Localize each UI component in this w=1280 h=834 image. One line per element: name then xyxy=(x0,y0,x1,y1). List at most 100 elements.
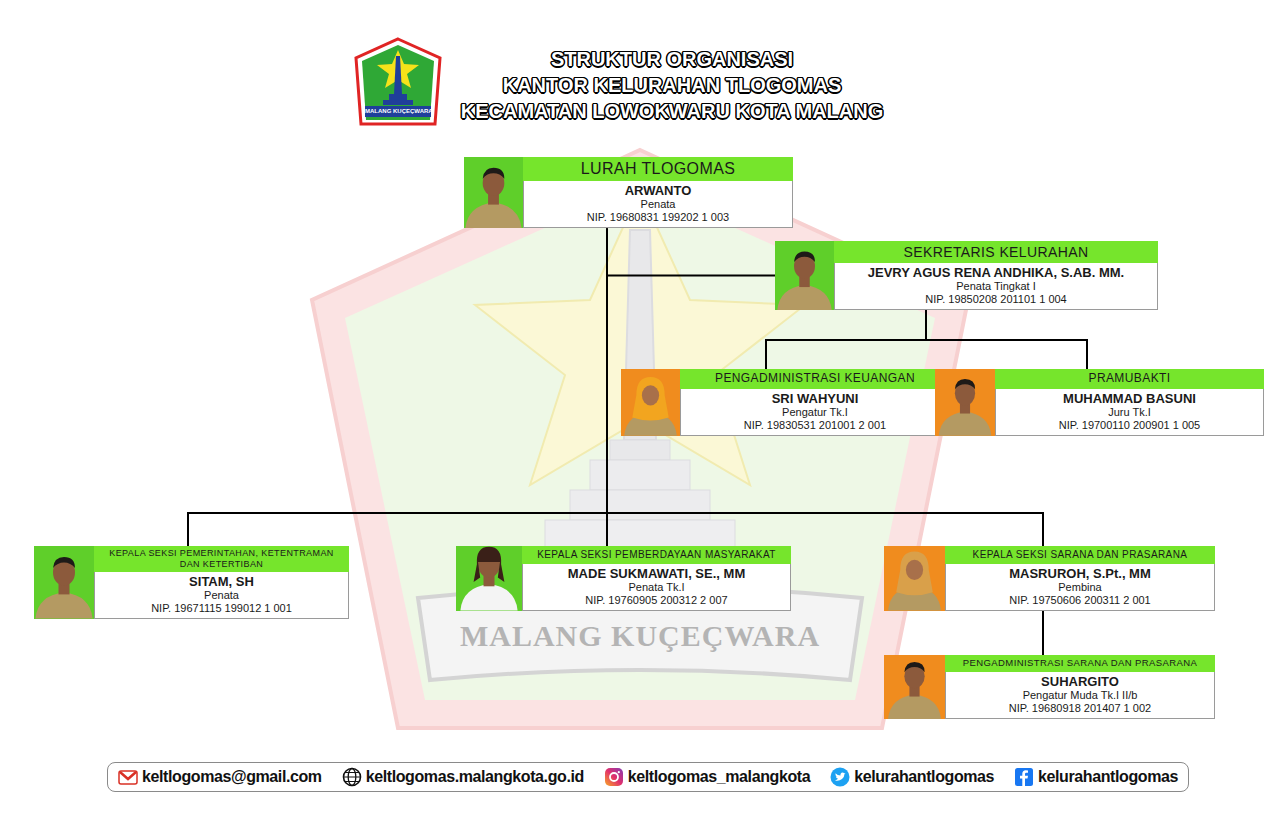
logo-monument-base xyxy=(389,94,407,100)
watermark-motto: MALANG KUÇEÇWARA xyxy=(420,618,860,654)
staff-details: MADE SUKMAWATI, SE., MMPenata Tk.INIP. 1… xyxy=(522,564,791,611)
chart-subtitle: KANTOR KELURAHAN TLOGOMAS xyxy=(372,73,972,97)
hierarchy-line xyxy=(766,310,926,369)
contact-text: keltlogomas@gmail.com xyxy=(142,768,322,786)
contact-item: keltlogomas@gmail.com xyxy=(118,767,322,787)
staff-content: KEPALA SEKSI PEMBERDAYAAN MASYARAKATMADE… xyxy=(522,546,791,611)
contact-text: keltlogomas_malangkota xyxy=(628,768,810,786)
hierarchy-line xyxy=(188,228,607,546)
contact-text: keltlogomas.malangkota.go.id xyxy=(366,768,584,786)
staff-name: MASRUROH, S.Pt., MM xyxy=(950,566,1210,581)
staff-content: PENGADMINISTRASI KEUANGANSRI WAHYUNIPeng… xyxy=(680,369,950,436)
staff-rank: Pengatur Tk.I xyxy=(685,406,945,419)
contact-item: keltlogomas.malangkota.go.id xyxy=(342,767,584,787)
staff-nip: NIP. 19671115 199012 1 001 xyxy=(99,602,344,615)
position-title: KEPALA SEKSI PEMBERDAYAAN MASYARAKAT xyxy=(522,546,791,564)
staff-details: ARWANTOPenataNIP. 19680831 199202 1 003 xyxy=(523,181,793,228)
staff-photo xyxy=(775,241,834,310)
contact-text: kelurahantlogomas xyxy=(854,768,994,786)
staff-box: LURAH TLOGOMASARWANTOPenataNIP. 19680831… xyxy=(464,157,793,228)
staff-details: SITAM, SHPenataNIP. 19671115 199012 1 00… xyxy=(94,572,349,619)
staff-name: ARWANTO xyxy=(528,183,788,198)
logo-shield xyxy=(356,39,440,124)
staff-name: SUHARGITO xyxy=(950,674,1210,689)
staff-photo xyxy=(884,655,945,719)
web-icon xyxy=(342,767,362,787)
staff-rank: Pembina xyxy=(950,581,1210,594)
staff-photo xyxy=(34,546,94,619)
staff-content: PENGADMINISTRASI SARANA DAN PRASARANASUH… xyxy=(945,655,1215,719)
staff-nip: NIP. 19680831 199202 1 003 xyxy=(528,211,788,224)
twitter-icon xyxy=(830,767,850,787)
contact-item: kelurahantlogomas xyxy=(830,767,994,787)
position-title: KEPALA SEKSI SARANA DAN PRASARANA xyxy=(945,546,1215,564)
portrait-figure xyxy=(464,157,523,228)
emblem-monument-base xyxy=(610,440,670,460)
staff-name: MUHAMMAD BASUNI xyxy=(1000,391,1259,406)
staff-rank: Penata Tk.I xyxy=(527,581,786,594)
staff-details: MUHAMMAD BASUNIJuru Tk.INIP. 19700110 20… xyxy=(995,389,1264,436)
contact-item: keltlogomas_malangkota xyxy=(604,767,810,787)
staff-nip: NIP. 19850208 201101 1 004 xyxy=(839,293,1153,306)
contact-item: kelurahantlogomas xyxy=(1014,767,1178,787)
chart-title: STRUKTUR ORGANISASI xyxy=(372,47,972,71)
city-logo xyxy=(356,39,440,124)
position-title: PRAMUBAKTI xyxy=(995,369,1264,389)
chart-subtitle: KECAMATAN LOWOKWARU KOTA MALANG xyxy=(372,99,972,123)
contact-text: kelurahantlogomas xyxy=(1038,768,1178,786)
staff-box: KEPALA SEKSI PEMERINTAHAN, KETENTRAMAN D… xyxy=(34,546,349,619)
watermark-emblem xyxy=(312,150,968,728)
staff-name: SRI WAHYUNI xyxy=(685,391,945,406)
position-title: PENGADMINISTRASI SARANA DAN PRASARANA xyxy=(945,655,1215,672)
portrait-figure xyxy=(935,369,995,436)
staff-details: SUHARGITOPengatur Muda Tk.I II/bNIP. 196… xyxy=(945,672,1215,719)
staff-name: MADE SUKMAWATI, SE., MM xyxy=(527,566,786,581)
emblem-star xyxy=(475,190,805,485)
staff-photo xyxy=(884,546,945,611)
staff-photo xyxy=(935,369,995,436)
hierarchy-line xyxy=(926,310,1087,369)
contact-bar: keltlogomas@gmail.com keltlogomas.malangk… xyxy=(107,762,1189,792)
position-title: SEKRETARIS KELURAHAN xyxy=(834,241,1158,263)
staff-details: SRI WAHYUNIPengatur Tk.INIP. 19830531 20… xyxy=(680,389,950,436)
staff-box: PENGADMINISTRASI SARANA DAN PRASARANASUH… xyxy=(884,655,1215,719)
staff-details: JEVRY AGUS RENA ANDHIKA, S.AB. MM.Penata… xyxy=(834,263,1158,310)
mail-icon xyxy=(118,767,138,787)
hierarchy-line xyxy=(607,228,775,275)
emblem-outer-shield xyxy=(312,150,968,728)
staff-nip: NIP. 19700110 200901 1 005 xyxy=(1000,419,1259,432)
staff-photo xyxy=(621,369,680,436)
portrait-figure xyxy=(34,546,94,619)
staff-box: KEPALA SEKSI SARANA DAN PRASARANAMASRURO… xyxy=(884,546,1215,611)
staff-rank: Juru Tk.I xyxy=(1000,406,1259,419)
portrait-figure xyxy=(621,369,680,436)
staff-content: SEKRETARIS KELURAHANJEVRY AGUS RENA ANDH… xyxy=(834,241,1158,310)
portrait-figure xyxy=(884,655,945,719)
staff-box: PRAMUBAKTIMUHAMMAD BASUNIJuru Tk.INIP. 1… xyxy=(935,369,1264,436)
staff-content: KEPALA SEKSI PEMERINTAHAN, KETENTRAMAN D… xyxy=(94,546,349,619)
staff-content: KEPALA SEKSI SARANA DAN PRASARANAMASRURO… xyxy=(945,546,1215,611)
staff-rank: Penata xyxy=(99,589,344,602)
staff-nip: NIP. 19750606 200311 2 001 xyxy=(950,594,1210,607)
staff-rank: Penata Tingkat I xyxy=(839,280,1153,293)
staff-nip: NIP. 19830531 201001 2 001 xyxy=(685,419,945,432)
logo-monument-base xyxy=(383,100,413,105)
staff-rank: Pengatur Muda Tk.I II/b xyxy=(950,689,1210,702)
logo-field xyxy=(362,45,434,120)
hierarchy-line xyxy=(1042,611,1044,656)
portrait-figure xyxy=(456,546,522,611)
staff-rank: Penata xyxy=(528,198,788,211)
instagram-icon xyxy=(604,767,624,787)
staff-content: PRAMUBAKTIMUHAMMAD BASUNIJuru Tk.INIP. 1… xyxy=(995,369,1264,436)
portrait-figure xyxy=(884,546,945,611)
staff-photo xyxy=(464,157,523,228)
logo-motto: MALANG KUÇEÇWARA xyxy=(365,106,431,117)
emblem-monument-base xyxy=(590,460,690,490)
staff-box: PENGADMINISTRASI KEUANGANSRI WAHYUNIPeng… xyxy=(621,369,950,436)
staff-nip: NIP. 19760905 200312 2 007 xyxy=(527,594,786,607)
facebook-icon xyxy=(1014,767,1034,787)
staff-details: MASRUROH, S.Pt., MMPembinaNIP. 19750606 … xyxy=(945,564,1215,611)
logo-banner xyxy=(365,106,431,117)
staff-name: JEVRY AGUS RENA ANDHIKA, S.AB. MM. xyxy=(839,265,1153,280)
position-title: LURAH TLOGOMAS xyxy=(523,157,793,181)
